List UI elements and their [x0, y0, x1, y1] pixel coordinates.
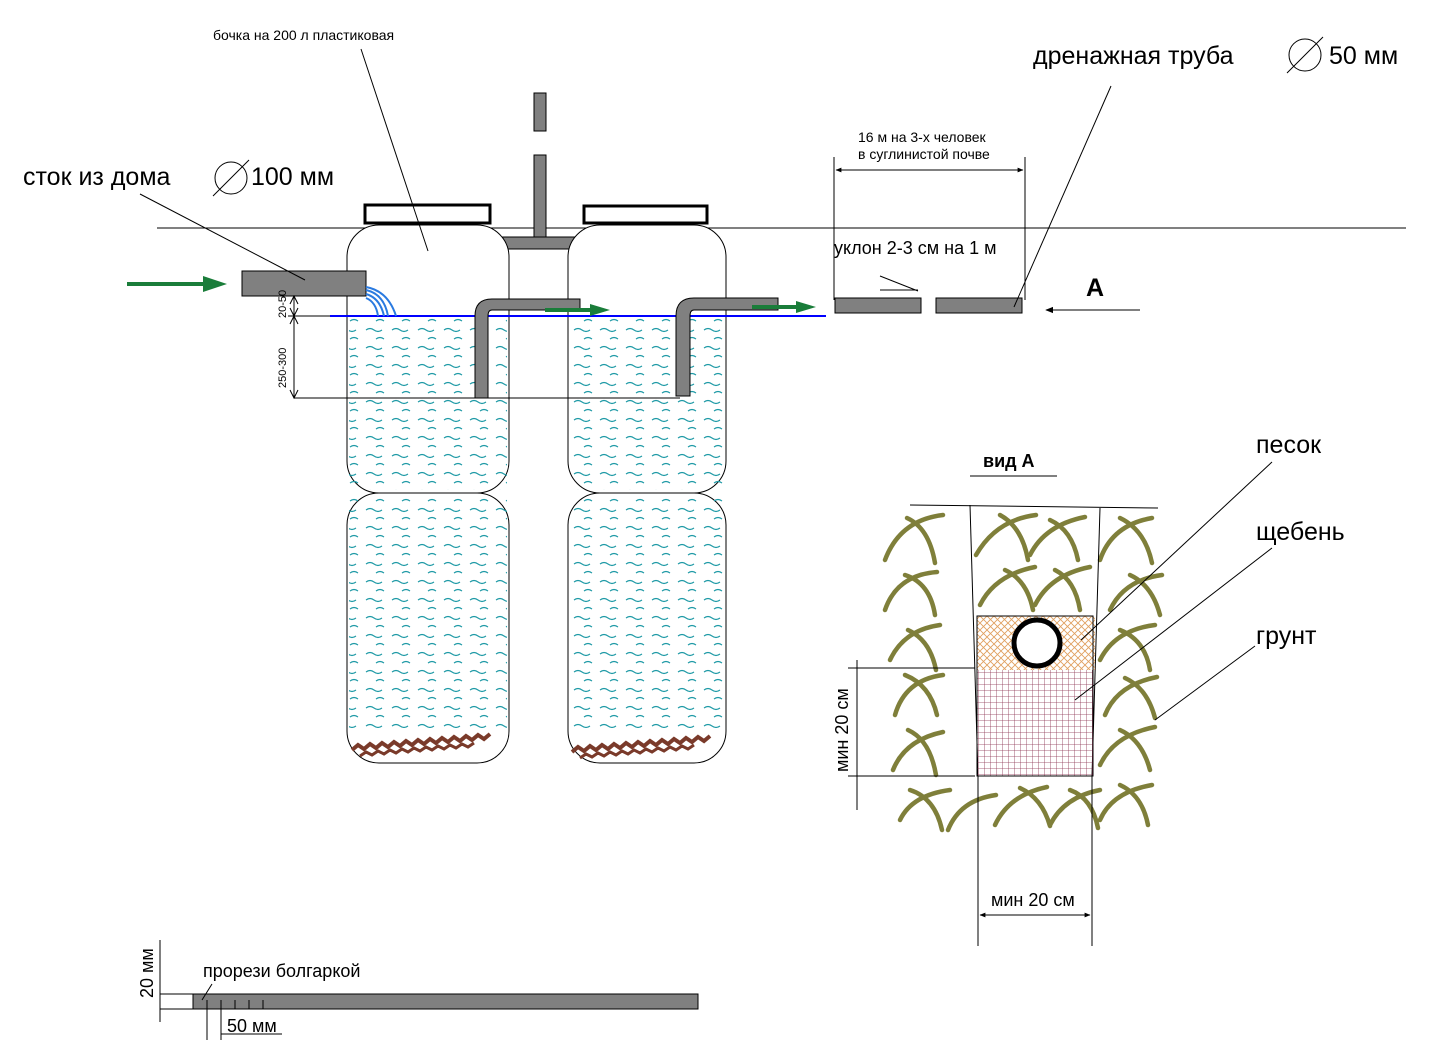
view-marker: А: [1086, 274, 1104, 302]
slot-height-label: 20 мм: [137, 948, 157, 998]
min-height-label: мин 20 см: [832, 688, 852, 772]
slot-height-dimension: [159, 940, 193, 1022]
slot-spacing-dimension: [206, 1009, 282, 1040]
depth-dimensions: [288, 294, 680, 400]
house-outflow-label: сток из дома: [23, 163, 171, 191]
vent-pipe-top: [533, 92, 547, 132]
slotted-pipe: [192, 993, 699, 1010]
diameter-icon: [212, 159, 250, 197]
barrel-leader: [360, 48, 429, 252]
sand-label: песок: [1256, 431, 1322, 459]
length-dimension: [833, 157, 1026, 300]
slot-spacing-label: 50 мм: [227, 1016, 277, 1036]
inflow-stream: [365, 286, 397, 317]
slots: [206, 1000, 264, 1009]
min-width-dimension: [977, 776, 1093, 946]
min-width-label: мин 20 см: [991, 890, 1075, 910]
sand-leader: [1080, 461, 1273, 641]
house-outflow-leader: [139, 193, 306, 281]
slots-leader: [201, 983, 213, 1001]
drain-pipe-label: дренажная труба: [1033, 42, 1234, 70]
slope-arrow: [879, 275, 919, 292]
lid-left: [363, 203, 492, 225]
lid-right: [582, 204, 709, 225]
soil-leader: [1154, 645, 1256, 721]
drain-pipe-segment-1: [834, 297, 922, 314]
vent-pipe: [533, 154, 547, 241]
drain-pipe-diameter: 50 мм: [1329, 42, 1398, 70]
gravel-layer: [977, 670, 1093, 776]
barrel-label: бочка на 200 л пластиковая: [213, 27, 394, 43]
drain-pipe-leader: [1013, 85, 1112, 308]
view-title: вид А: [983, 451, 1035, 471]
house-outflow-diameter: 100 мм: [251, 163, 334, 191]
slots-label: прорези болгаркой: [203, 961, 360, 981]
gravel-label: щебень: [1256, 518, 1345, 546]
gravel-outline: [976, 615, 1094, 777]
soil-texture: [882, 512, 1165, 833]
min-height-dimension: [848, 660, 975, 810]
slope-label: уклон 2-3 см на 1 м: [834, 238, 996, 258]
soil-label: грунт: [1256, 622, 1317, 650]
barrel-left: [346, 224, 510, 764]
inflow-pipe: [241, 270, 367, 297]
dim-depth-label: 250-300: [277, 348, 289, 388]
flow-arrows: [127, 276, 816, 316]
drain-pipe-segment-2: [935, 297, 1023, 314]
drain-pipe-section: [1011, 617, 1063, 669]
barrel-right: [567, 224, 727, 764]
diameter-icon: [1286, 36, 1324, 74]
gravel-leader: [1074, 547, 1273, 701]
length-label-line2: в суглинистой почве: [858, 146, 990, 162]
dim-gap-label: 20-50: [277, 290, 289, 318]
length-label-line1: 16 м на 3-х человек: [858, 129, 987, 145]
